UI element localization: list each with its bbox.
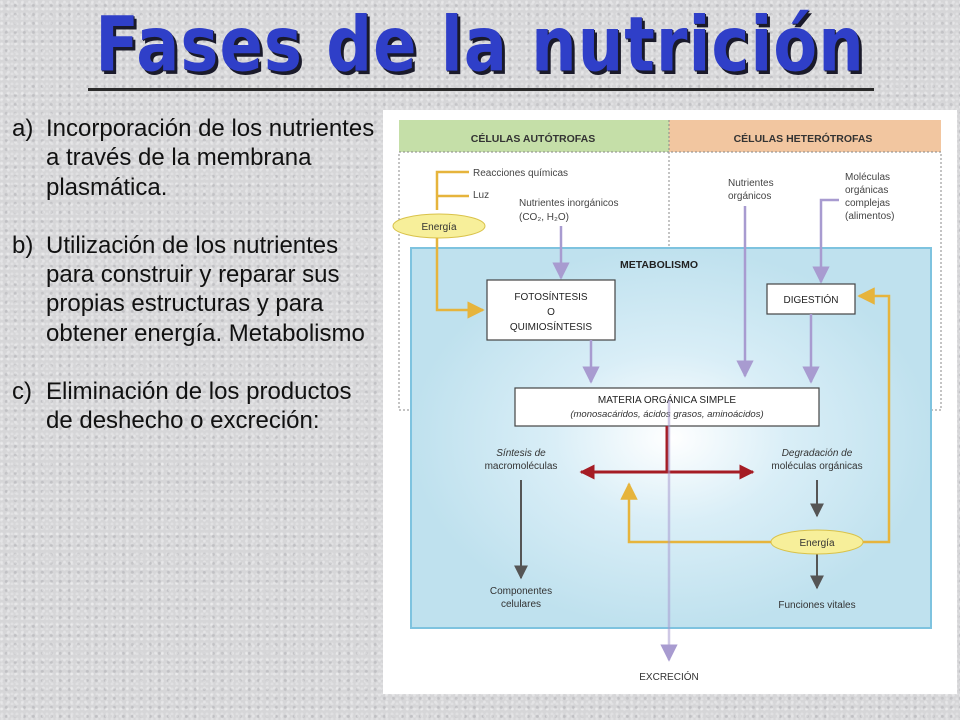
synthesis-label-2: macromoléculas — [485, 461, 558, 472]
phase-letter: c) — [12, 378, 32, 406]
phase-letter: b) — [12, 231, 34, 259]
inorganic-nutrients-formula: (CO₂, H₂O) — [519, 212, 569, 223]
simple-organic-matter-examples: (monosacáridos, ácidos grasos, aminoácid… — [570, 409, 763, 420]
reactions-label: Reacciones químicas — [473, 168, 568, 179]
vital-functions-label: Funciones vitales — [778, 600, 855, 611]
degradation-label-1: Degradación de — [782, 448, 853, 459]
nutrition-phases-list: a) Incorporación de los nutrientes a tra… — [12, 114, 382, 465]
digestion-label: DIGESTIÓN — [783, 293, 838, 306]
components-label-1: Componentes — [490, 586, 552, 597]
organic-nutrients-label-2: orgánicos — [728, 191, 771, 202]
autotrophs-header — [399, 120, 669, 152]
simple-organic-matter-label: MATERIA ORGÁNICA SIMPLE — [598, 393, 737, 406]
complex-molecules-label-1: Moléculas — [845, 172, 890, 183]
complex-molecules-arrow — [812, 198, 839, 284]
complex-molecules-label-3: complejas — [845, 198, 890, 209]
degradation-label-2: moléculas orgánicas — [771, 461, 862, 472]
autotrophs-label: CÉLULAS AUTÓTROFAS — [471, 132, 595, 145]
metabolism-label: METABOLISMO — [620, 259, 698, 271]
chemosynthesis-label: QUIMIOSÍNTESIS — [510, 320, 593, 333]
complex-molecules-label-4: (alimentos) — [845, 211, 894, 222]
components-label-2: celulares — [501, 599, 541, 610]
photosynthesis-label: FOTOSÍNTESIS — [514, 290, 587, 303]
excretion-label: EXCRECIÓN — [639, 670, 698, 683]
phase-letter: a) — [12, 115, 34, 142]
phase-item-c: c) Eliminación de los productos de deshe… — [12, 377, 382, 436]
photosynthesis-box — [486, 279, 616, 341]
simple-organic-matter-box — [514, 387, 820, 427]
energy-top-label: Energía — [421, 222, 456, 233]
title-underline — [88, 88, 874, 91]
organic-nutrients-label-1: Nutrientes — [728, 178, 774, 189]
energy-to-synthesis-arrow — [620, 482, 771, 544]
metabolism-diagram: CÉLULAS AUTÓTROFAS CÉLULAS HETERÓTROFAS … — [383, 110, 957, 694]
reactions-arrow — [435, 170, 469, 210]
energy-to-digestion-arrow — [857, 287, 891, 544]
energy-to-photosynthesis-arrow — [435, 238, 485, 319]
phase-text: Eliminación de los productos de deshecho… — [46, 378, 352, 435]
energy-bottom-label: Energía — [799, 538, 834, 549]
phase-item-a: a) Incorporación de los nutrientes a tra… — [12, 114, 382, 202]
photosynthesis-or: O — [547, 307, 555, 318]
energy-ellipse-top — [392, 213, 486, 239]
synthesis-label-1: Síntesis de — [496, 448, 546, 459]
heterotrophs-label: CÉLULAS HETERÓTROFAS — [734, 132, 873, 145]
inorganic-nutrients-label: Nutrientes inorgánicos — [519, 198, 619, 209]
page-title: Fases de la nutrición — [95, 2, 865, 90]
complex-molecules-label-2: orgánicas — [845, 185, 888, 196]
heterotrophs-header — [669, 120, 941, 152]
phase-item-b: b) Utilización de los nutrientes para co… — [12, 231, 382, 348]
phase-text: Incorporación de los nutrientes a través… — [46, 115, 375, 201]
metabolism-diagram-svg: CÉLULAS AUTÓTROFAS CÉLULAS HETERÓTROFAS … — [392, 120, 942, 683]
phase-text: Utilización de los nutrientes para const… — [46, 231, 365, 347]
light-label: Luz — [473, 190, 489, 201]
